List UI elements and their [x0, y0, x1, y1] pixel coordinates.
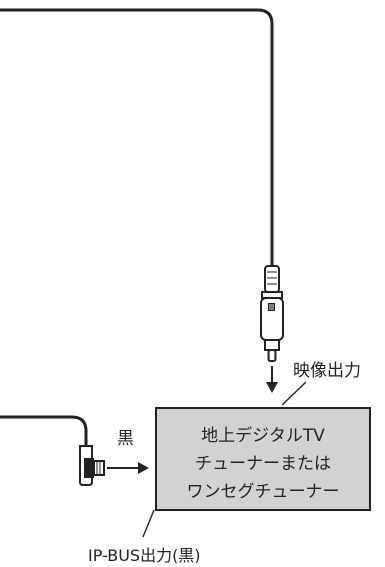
ip-bus-arrow	[107, 462, 149, 474]
black-label: 黒	[117, 429, 134, 449]
ip-bus-output-label: IP-BUS出力(黒)	[88, 546, 201, 565]
tuner-box-line-2: チューナーまたは	[195, 454, 331, 474]
video-arrow	[266, 366, 278, 393]
video-output-label: 映像出力	[293, 361, 361, 381]
tuner-box-line-3: ワンセグチューナー	[187, 482, 340, 502]
ip-bus-plug-icon	[79, 445, 105, 486]
video-label-leader	[281, 381, 307, 406]
video-cable	[0, 8, 274, 270]
ip-bus-cable	[0, 415, 88, 450]
tuner-box-line-1: 地上デジタルTV	[201, 425, 325, 446]
rca-plug-icon	[260, 265, 284, 362]
ip-bus-label-leader	[142, 509, 155, 538]
tuner-box	[155, 407, 371, 511]
